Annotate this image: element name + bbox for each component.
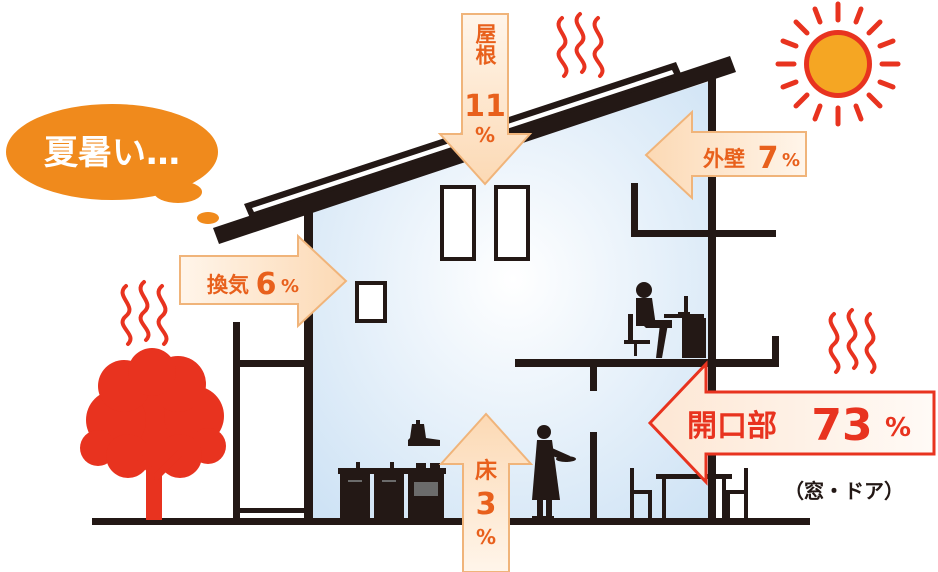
arrow-wall-unit: % (782, 150, 800, 171)
arrow-opening-pct: 73 (811, 400, 872, 451)
bubble-text: 夏暑い… (44, 133, 180, 173)
speech-bubble: 夏暑い… (6, 104, 219, 224)
window-tall-left (440, 185, 476, 261)
arrow-vent-name: 換気 (207, 273, 249, 297)
arrow-opening-note: （窓・ドア） (784, 479, 904, 503)
arrow-floor-name: 床 (475, 458, 498, 484)
arrow-wall: 外壁 7 % (644, 109, 807, 201)
arrow-floor-pct: 3 (476, 487, 497, 522)
arrow-opening: 開口部 73 % (647, 360, 936, 486)
arrow-floor: 床 3 % (438, 412, 534, 572)
person-at-desk-icon (624, 282, 706, 358)
sun-icon (775, 1, 901, 127)
annex-siding (234, 404, 240, 495)
arrow-roof: 屋根 11 % (437, 13, 533, 186)
arrow-vent-unit: % (281, 276, 299, 297)
ground-line (92, 518, 810, 525)
window-small (355, 281, 387, 323)
heat-wave-icon (556, 12, 605, 78)
arrow-vent: 換気 6 % (179, 233, 348, 329)
arrow-vent-pct: 6 (256, 267, 277, 302)
heat-wave-icon (828, 308, 877, 374)
tree-icon (80, 348, 226, 520)
arrow-roof-name: 屋根 (473, 23, 497, 66)
dining-set-icon (630, 468, 748, 520)
house-interior (312, 80, 714, 522)
cook-icon (532, 425, 576, 520)
heat-wave-icon (120, 280, 169, 346)
arrow-wall-name: 外壁 (703, 147, 745, 171)
arrow-roof-unit: % (475, 123, 495, 147)
kitchen-icon (338, 420, 446, 522)
arrow-floor-unit: % (476, 525, 496, 549)
arrow-roof-pct: 11 (464, 89, 506, 124)
arrow-opening-unit: % (885, 413, 911, 443)
arrow-wall-pct: 7 (758, 141, 779, 176)
window-tall-right (494, 185, 530, 261)
arrow-opening-name: 開口部 (687, 409, 777, 444)
